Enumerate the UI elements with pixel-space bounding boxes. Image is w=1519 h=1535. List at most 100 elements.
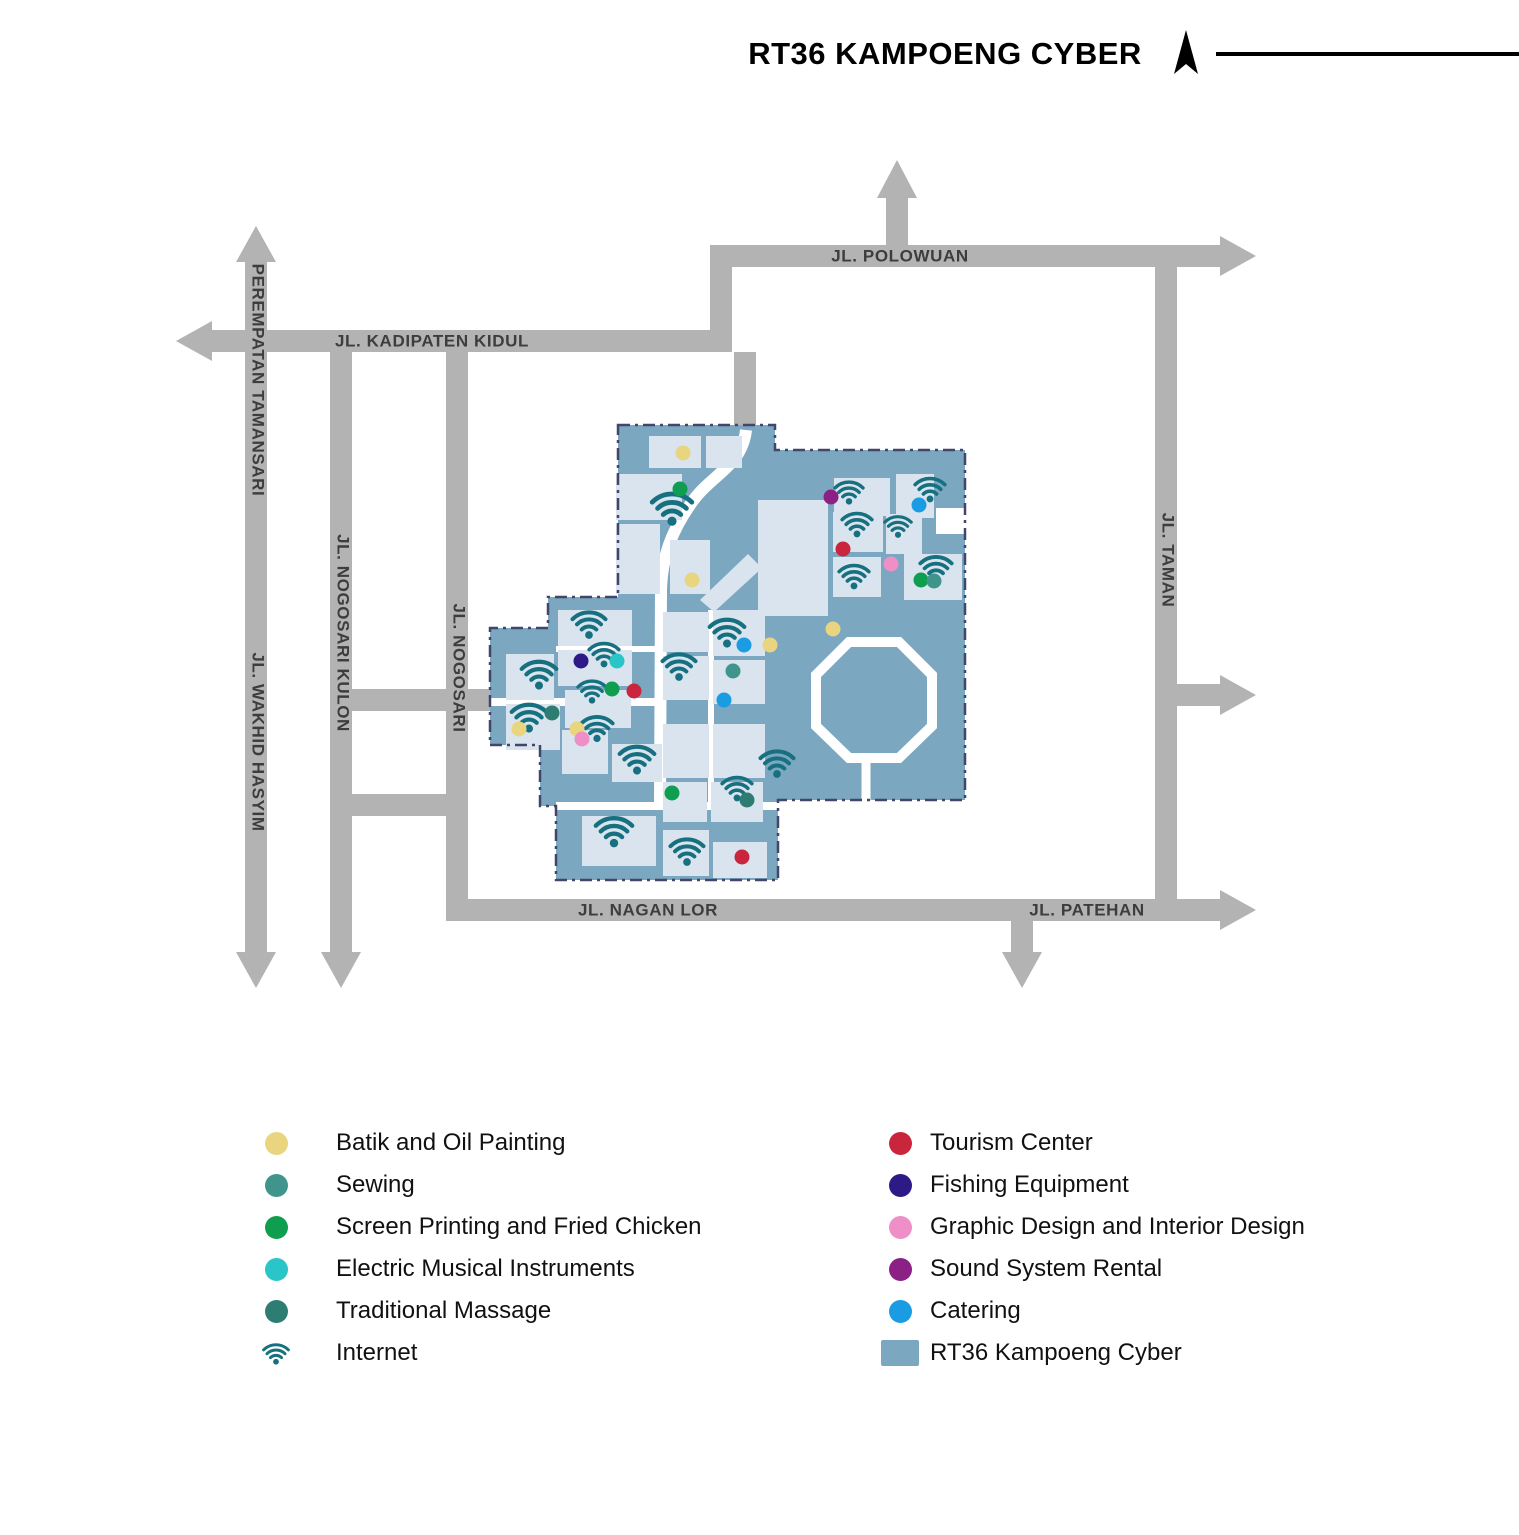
page-title: RT36 KAMPOENG CYBER <box>748 36 1142 71</box>
road-polowuan-connector <box>710 245 732 352</box>
legend-item-area: RT36 Kampoeng Cyber <box>880 1332 1305 1374</box>
legend-label-massage: Traditional Massage <box>336 1297 552 1324</box>
road-kampoeng-entry <box>734 352 756 432</box>
building <box>582 816 656 866</box>
poi-tourism <box>626 683 642 699</box>
legend-label-area: RT36 Kampoeng Cyber <box>930 1339 1182 1366</box>
kampoeng-boundary <box>488 423 967 882</box>
poi-batik <box>825 621 841 637</box>
road-label-nogosari-kulon: JL. NOGOSARI KULON <box>334 534 353 732</box>
road-connector-lower <box>352 794 446 816</box>
poi-batik <box>762 637 778 653</box>
road-label-kadipaten-kidul: JL. KADIPATEN KIDUL <box>335 331 529 350</box>
building <box>649 436 701 468</box>
road-connector-upper <box>352 689 492 711</box>
poi-sewing <box>926 573 942 589</box>
legend-label-screen-printing: Screen Printing and Fried Chicken <box>336 1213 702 1240</box>
building <box>711 782 763 822</box>
road-arrow-right-patehan <box>1220 890 1256 930</box>
poi-massage <box>739 792 755 808</box>
massage-dot <box>264 1299 288 1323</box>
road-label-wakhid-hasyim: JL. WAKHID HASYIM <box>249 652 268 831</box>
legend-item-catering: Catering <box>880 1290 1305 1332</box>
legend-item-fishing: Fishing Equipment <box>880 1164 1305 1206</box>
poi-catering <box>911 497 927 513</box>
building <box>700 554 762 612</box>
kampoeng-area <box>488 423 967 882</box>
sound-system-dot <box>888 1257 912 1281</box>
legend-column-right: Tourism Center Fishing Equipment Graphic… <box>880 1122 1305 1374</box>
road-kadipaten-kidul <box>208 330 732 352</box>
road-arrow-down-patehan <box>1002 952 1042 988</box>
legend-item-graphic-design: Graphic Design and Interior Design <box>880 1206 1305 1248</box>
poi-screen_printing <box>672 481 688 497</box>
building <box>663 612 709 652</box>
road-arrow-down-nogosari-kulon <box>321 952 361 988</box>
sewing-dot <box>264 1173 288 1197</box>
poi-electric_music <box>609 653 625 669</box>
road-polowuan <box>710 245 1224 267</box>
legend-item-internet: Internet <box>256 1332 702 1374</box>
poi-graphic_design <box>574 731 590 747</box>
catering-dot <box>888 1299 912 1323</box>
poi-sewing <box>725 663 741 679</box>
building <box>663 724 709 778</box>
road-nogosari-kulon <box>330 330 352 954</box>
road-label-perempatan-tamansari: PEREMPATAN TAMANSARI <box>249 264 268 497</box>
road-arrow-right-polowuan <box>1220 236 1256 276</box>
legend-label-internet: Internet <box>336 1339 418 1366</box>
poi-tourism <box>835 541 851 557</box>
legend-label-sewing: Sewing <box>336 1171 415 1198</box>
legend-label-electric-music: Electric Musical Instruments <box>336 1255 635 1282</box>
edge-notch <box>936 508 965 534</box>
road-label-nogosari: JL. NOGOSARI <box>450 603 469 732</box>
poi-batik <box>675 445 691 461</box>
markers <box>511 445 954 868</box>
legend-item-screen-printing: Screen Printing and Fried Chicken <box>256 1206 702 1248</box>
legend-label-catering: Catering <box>930 1297 1021 1324</box>
road-arrow-right-taman-branch <box>1220 675 1256 715</box>
poi-batik <box>511 721 527 737</box>
road-arrow-down-wakhid <box>236 952 276 988</box>
building <box>886 514 922 554</box>
compass-north-icon <box>1174 30 1198 74</box>
legend-label-fishing: Fishing Equipment <box>930 1171 1129 1198</box>
legend-label-tourism: Tourism Center <box>930 1129 1093 1156</box>
batik-dot <box>264 1131 288 1155</box>
poi-screen_printing <box>604 681 620 697</box>
poi-tourism <box>734 849 750 865</box>
pond <box>811 637 937 763</box>
poi-catering <box>736 637 752 653</box>
poi-screen_printing <box>913 572 929 588</box>
building <box>616 524 660 594</box>
road-label-polowuan: JL. POLOWUAN <box>831 246 969 265</box>
legend-label-graphic-design: Graphic Design and Interior Design <box>930 1213 1305 1240</box>
building <box>758 500 828 616</box>
legend-label-batik: Batik and Oil Painting <box>336 1129 566 1156</box>
roads <box>176 160 1256 988</box>
road-arrow-up-tamansari <box>236 226 276 262</box>
building <box>713 724 765 778</box>
wifi-icon <box>262 1342 290 1366</box>
poi-screen_printing <box>664 785 680 801</box>
area-swatch <box>881 1340 919 1366</box>
road-arrow-left-kadipaten <box>176 321 212 361</box>
tourism-dot <box>888 1131 912 1155</box>
building <box>706 436 742 468</box>
poi-massage <box>544 705 560 721</box>
legend-label-sound-system: Sound System Rental <box>930 1255 1163 1282</box>
poi-sound_system <box>823 489 839 505</box>
road-taman <box>1155 245 1177 921</box>
road-arrow-up-polowuan <box>877 160 917 198</box>
poi-catering <box>716 692 732 708</box>
road-label-nagan-lor: JL. NAGAN LOR <box>578 900 718 919</box>
road-nogosari <box>446 330 468 921</box>
legend-item-tourism: Tourism Center <box>880 1122 1305 1164</box>
poi-graphic_design <box>883 556 899 572</box>
road-label-taman: JL. TAMAN <box>1159 513 1178 608</box>
road-wakhid-hasyim <box>245 256 267 956</box>
header-rule <box>1216 52 1519 56</box>
road-label-patehan: JL. PATEHAN <box>1029 900 1145 919</box>
